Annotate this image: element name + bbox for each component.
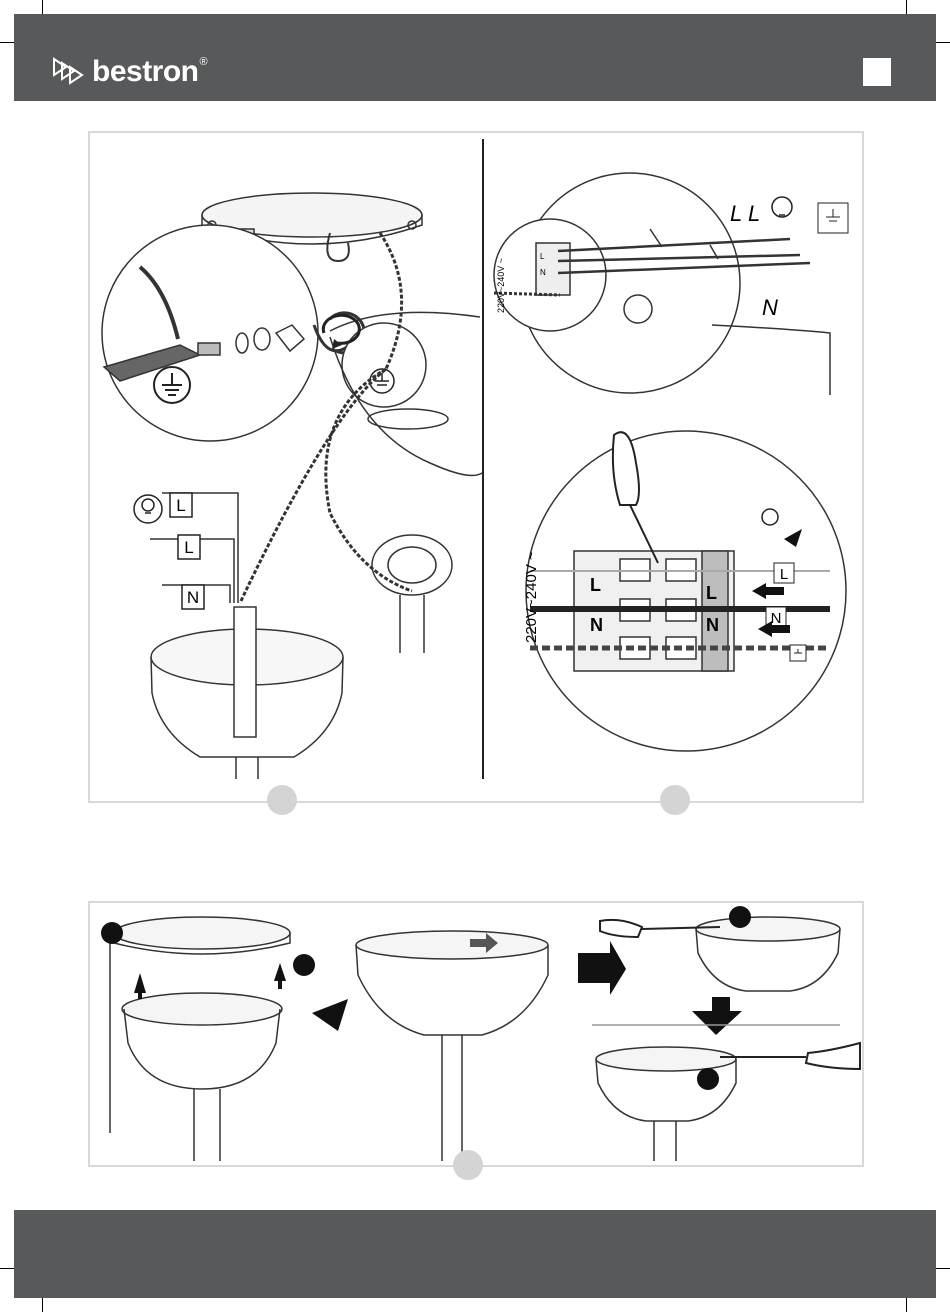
crop-mark — [906, 1298, 907, 1312]
step-2-canopy — [356, 931, 548, 1161]
canopy-ground-detail — [330, 312, 482, 475]
canopy-assembly-illustration — [90, 903, 862, 1165]
voltage-label-large: 220V~240V ~ — [523, 551, 540, 643]
wiring-figure-panel: L L N — [88, 131, 864, 803]
label-l-2: L — [748, 201, 760, 226]
voltage-label-small: 220V~240V ~ — [496, 258, 506, 313]
canopy-assembly-panel — [88, 901, 864, 1167]
brand-name: bestron — [92, 57, 199, 87]
terminal-l-small: L — [540, 252, 545, 261]
wire-l-label: L — [780, 566, 788, 583]
label-neutral: N — [187, 588, 199, 607]
screwdriver-icon — [600, 920, 860, 1069]
ground-icon — [154, 367, 190, 403]
ground-screw-detail — [102, 225, 364, 441]
label-n: N — [762, 295, 778, 320]
step-1-canopy — [110, 917, 290, 1161]
crop-mark — [0, 42, 14, 43]
step-3-canopy — [592, 917, 840, 1161]
registered-mark: ® — [200, 56, 208, 68]
terminal-l-right: L — [706, 583, 717, 603]
terminal-n-left: N — [590, 615, 603, 635]
language-box — [863, 58, 891, 86]
crop-mark — [906, 0, 907, 14]
footer-bar — [14, 1210, 936, 1298]
crop-mark — [42, 0, 43, 14]
terminal-n-small: N — [540, 268, 546, 277]
crop-mark — [42, 1298, 43, 1312]
canopy-cup — [151, 607, 343, 779]
step-dot-c — [453, 1150, 483, 1180]
crop-mark — [0, 1268, 14, 1269]
fan-motor-hub — [372, 535, 452, 653]
terminal-n-right: N — [706, 615, 719, 635]
terminal-block-zoom — [526, 431, 846, 751]
crop-mark — [936, 42, 950, 43]
label-live-2: L — [184, 538, 193, 557]
wiring-illustration: L L N — [90, 133, 862, 801]
bulb-icon — [134, 495, 162, 523]
wire-n-label: N — [771, 610, 782, 627]
logo-chevrons-icon — [52, 57, 86, 87]
terminal-l-left: L — [590, 575, 601, 595]
brand-logo: bestron ® — [52, 52, 208, 92]
crop-mark — [936, 1268, 950, 1269]
label-live-1: L — [176, 496, 185, 515]
step-dot-a — [267, 785, 297, 815]
label-l-1: L — [730, 201, 742, 226]
step-dot-b — [660, 785, 690, 815]
